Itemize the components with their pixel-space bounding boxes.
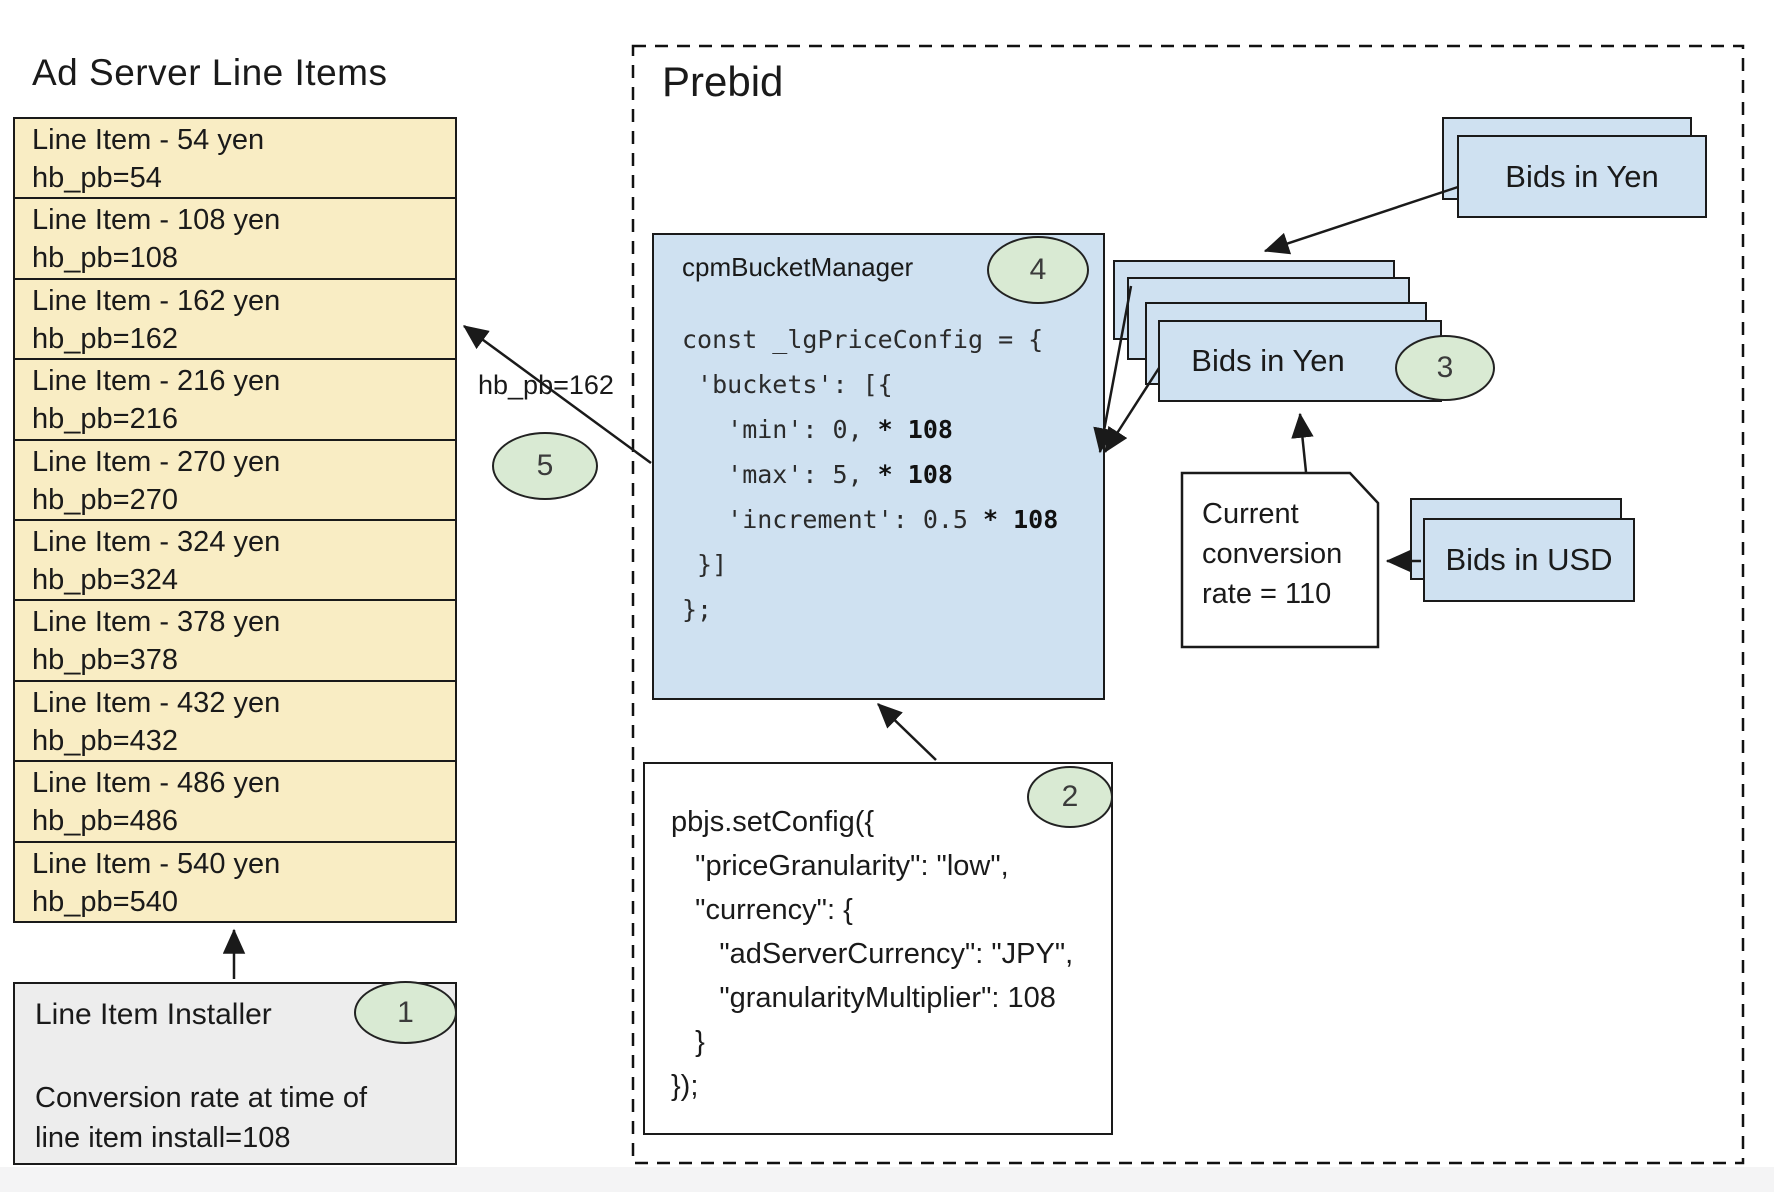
step-badge-1: 1	[354, 981, 457, 1044]
prebid-title: Prebid	[662, 58, 784, 105]
bids-in-yen-top-card: Bids in Yen	[1457, 135, 1707, 218]
setconfig-code: pbjs.setConfig({ "priceGranularity": "lo…	[671, 806, 1074, 1102]
ad-server-title: Ad Server Line Items	[32, 52, 388, 93]
bucket-code: const _lgPriceConfig = { 'buckets': [{ '…	[682, 325, 1059, 624]
bids-in-usd-card: Bids in USD	[1423, 518, 1635, 602]
arrow-yen-top-to-stack	[1263, 185, 1459, 255]
step-badge-3: 3	[1395, 335, 1495, 401]
step-badge-5: 5	[492, 432, 598, 500]
step-badge-2: 2	[1027, 766, 1113, 828]
arrow-setconfig-to-bucket	[877, 703, 937, 761]
hb-pb-arrow-label: hb_pb=162	[478, 370, 614, 400]
step-badge-4: 4	[987, 236, 1089, 304]
installer-title: Line Item Installer	[35, 998, 272, 1031]
canvas-bottom-edge	[0, 1167, 1774, 1192]
arrow-conversion-to-stack	[1291, 412, 1314, 473]
